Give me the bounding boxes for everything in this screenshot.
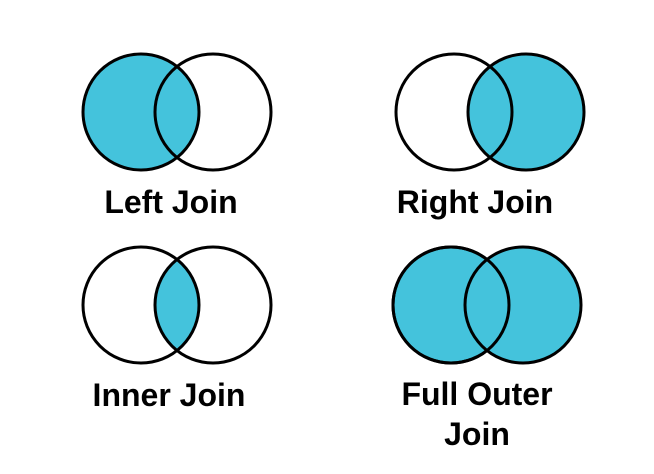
intersection-region-shaded [155,247,199,363]
left-join-label: Left Join [104,184,238,220]
right-join-label: Right Join [396,184,554,220]
right-join-venn-diagram [394,52,586,172]
right-circle-shaded [463,245,583,365]
inner-join-label: Inner Join [92,377,246,413]
right-circle-outline [153,52,273,172]
full-outer-join-venn-diagram [391,245,583,365]
left-circle-outline [394,52,514,172]
left-circle-shaded [81,52,201,172]
inner-join-venn-diagram [81,245,273,365]
left-circle-outline [81,245,201,365]
right-circle-shaded [466,52,586,172]
left-circle-outline-overlay [391,245,511,365]
full-outer-join-label: Full Outer Join [401,376,553,452]
left-join-venn-diagram [81,52,273,172]
right-circle-outline [153,245,273,365]
